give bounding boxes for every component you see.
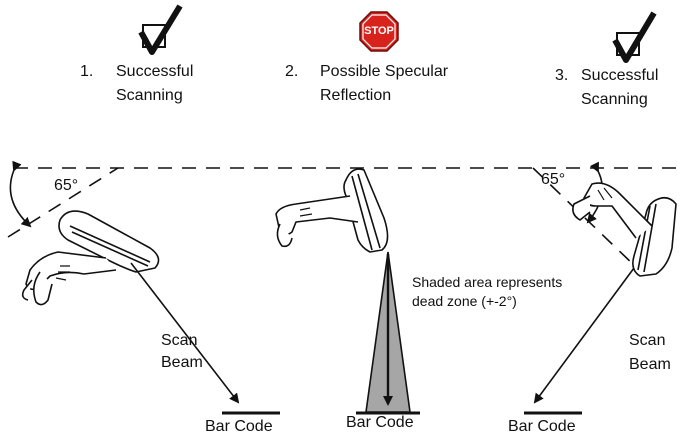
right-angle-reference-line [532, 167, 638, 269]
step-2-number: 2. [285, 63, 299, 80]
left-angle-label: 65° [54, 177, 79, 194]
stop-sign-label: STOP [364, 25, 394, 37]
stop-sign-icon [359, 11, 399, 52]
step-1-title-line2: Scanning [116, 87, 183, 104]
dead-zone-note-line2: dead zone (+-2°) [412, 293, 517, 309]
barcode-label-left: Bar Code [205, 418, 273, 435]
barcode-label-right: Bar Code [508, 418, 576, 435]
left-angle-arc [9, 160, 32, 228]
step-1-number: 1. [80, 63, 94, 80]
dead-zone-note-line1: Shaded area represents [412, 274, 563, 290]
left-beam-label-line2: Beam [161, 354, 203, 371]
step-2-title-line1: Possible Specular [320, 63, 449, 80]
left-beam-label-line1: Scan [161, 332, 198, 349]
left-scan-beam-arrow [130, 262, 240, 404]
checkmark-icon [612, 11, 657, 63]
barcode-label-center: Bar Code [346, 414, 414, 431]
step-1-title-line1: Successful [116, 63, 194, 80]
step-3-title-line1: Successful [581, 67, 659, 84]
step-3-number: 3. [555, 67, 569, 84]
right-beam-label-line1: Scan [629, 332, 666, 349]
right-angle-label: 65° [541, 171, 566, 188]
checkmark-icon [138, 4, 183, 55]
right-beam-label-line2: Beam [629, 356, 671, 373]
step-2-title-line2: Reflection [320, 87, 392, 104]
right-scan-beam-arrow [533, 267, 635, 404]
scanner-center [275, 168, 389, 253]
left-angle-reference-line [7, 167, 119, 238]
scanner-left [21, 210, 160, 306]
step-3-title-line2: Scanning [581, 91, 648, 108]
scanner-right [572, 182, 677, 277]
